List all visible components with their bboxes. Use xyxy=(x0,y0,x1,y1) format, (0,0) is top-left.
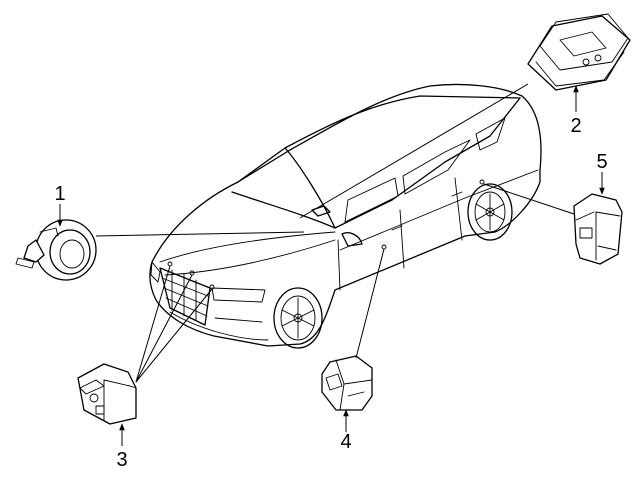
callout-1: 1 xyxy=(54,183,65,205)
callout-3: 3 xyxy=(116,449,127,471)
part-side-impact-sensor xyxy=(321,355,373,411)
part-airbag-control-module xyxy=(527,13,631,91)
callout-arrows xyxy=(57,85,605,446)
leader-lines xyxy=(95,83,575,383)
part-front-impact-sensor xyxy=(77,363,137,425)
callout-labels: 1 2 3 4 5 xyxy=(54,115,607,471)
callout-2: 2 xyxy=(570,115,581,137)
car-illustration xyxy=(149,83,542,349)
part-clock-spring xyxy=(15,219,97,281)
callout-5: 5 xyxy=(596,151,607,173)
part-rear-impact-sensor xyxy=(573,193,623,265)
callout-4: 4 xyxy=(340,431,351,453)
